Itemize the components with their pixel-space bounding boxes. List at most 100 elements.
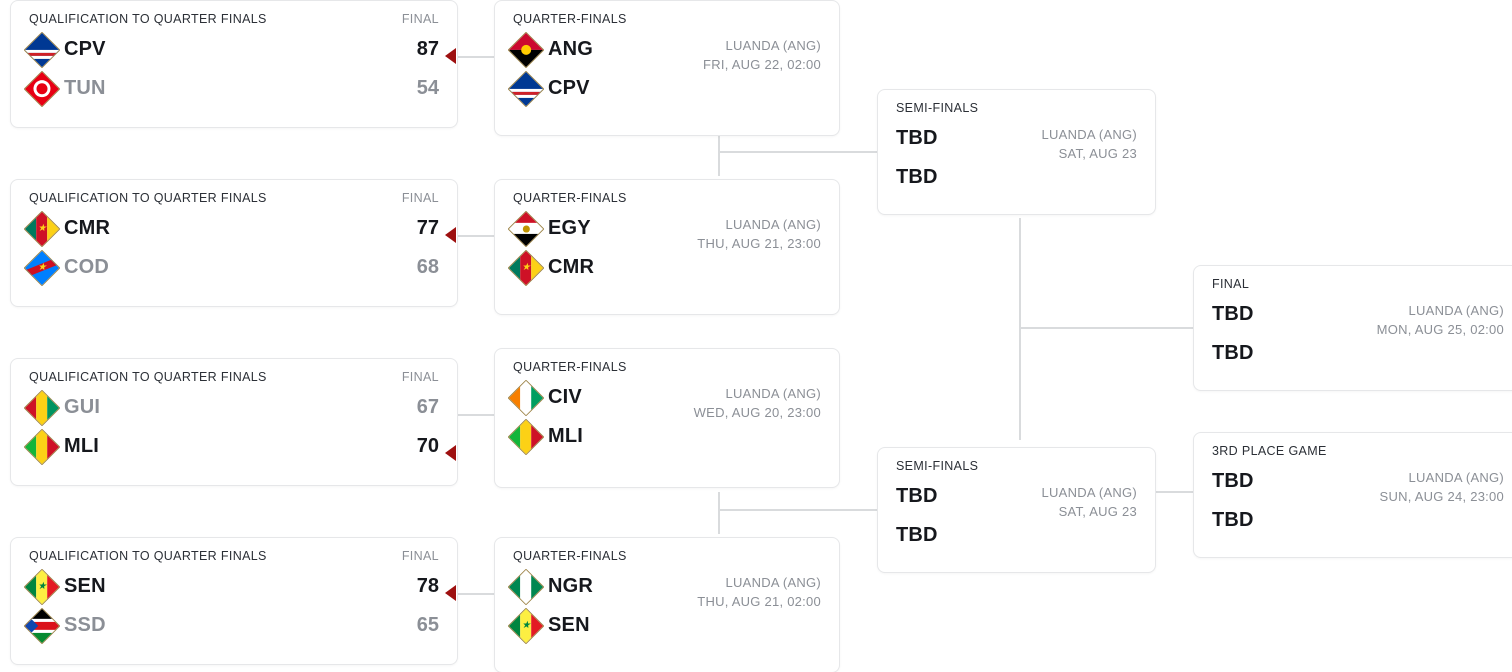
- match-meta: LUANDA (ANG) SAT, AUG 23: [1042, 119, 1137, 163]
- team-row[interactable]: SSD: [23, 606, 106, 645]
- card-title: QUARTER-FINALS: [513, 191, 627, 205]
- team-abbr: CPV: [64, 38, 106, 60]
- card-title: QUALIFICATION TO QUARTER FINALS: [29, 370, 267, 384]
- winner-arrow-icon: [445, 445, 456, 461]
- team-row[interactable]: ★ SEN: [23, 567, 106, 606]
- team-row[interactable]: NGR: [507, 567, 593, 606]
- flag-cpv-icon: [507, 70, 545, 107]
- team-score: 87: [416, 38, 439, 60]
- card-title: 3RD PLACE GAME: [1212, 444, 1327, 458]
- team-list: GUI MLI: [23, 388, 101, 466]
- team-list: ★ SEN SSD: [23, 567, 106, 645]
- score-list: 78 65: [417, 567, 439, 645]
- match-venue: LUANDA (ANG): [725, 217, 821, 232]
- team-row[interactable]: ANG: [507, 30, 594, 69]
- team-row[interactable]: CIV: [507, 378, 583, 417]
- team-row[interactable]: ★ SEN: [507, 606, 593, 645]
- match-datetime: SAT, AUG 23: [1058, 504, 1137, 519]
- card-header: SEMI-FINALS: [896, 459, 1137, 473]
- team-abbr: ANG: [548, 38, 594, 60]
- card-title: SEMI-FINALS: [896, 101, 979, 115]
- card-title: QUALIFICATION TO QUARTER FINALS: [29, 549, 267, 563]
- team-list: ANG CPV: [507, 30, 594, 108]
- team-list: CPV TUN: [23, 30, 106, 108]
- team-score: 68: [416, 256, 439, 278]
- flag-sen-icon: ★: [23, 568, 61, 605]
- connector-qual-1: [458, 56, 494, 58]
- team-abbr: SSD: [64, 614, 106, 636]
- connector-qf2-up: [718, 152, 720, 176]
- team-row[interactable]: MLI: [23, 427, 100, 466]
- connector-qf3-down: [718, 492, 720, 510]
- team-list: TBD TBD: [896, 119, 938, 197]
- team-row[interactable]: EGY: [507, 209, 594, 248]
- team-row[interactable]: TBD: [896, 119, 938, 158]
- match-card-qualification-2[interactable]: QUALIFICATION TO QUARTER FINALS FINAL ★ …: [10, 179, 458, 307]
- connector-qf4-up: [718, 510, 720, 534]
- match-meta: LUANDA (ANG) MON, AUG 25, 02:00: [1377, 295, 1504, 339]
- match-card-qualification-3[interactable]: QUALIFICATION TO QUARTER FINALS FINAL GU…: [10, 358, 458, 486]
- card-header: FINAL: [1212, 277, 1504, 291]
- team-abbr: TUN: [64, 77, 106, 99]
- team-row[interactable]: MLI: [507, 417, 583, 456]
- team-score: 54: [416, 77, 439, 99]
- match-card-quarter-final-3[interactable]: QUARTER-FINALS CIV MLI LUANDA (ANG) WED,…: [494, 348, 840, 488]
- team-abbr: COD: [64, 256, 110, 278]
- connector-qual-2: [458, 235, 494, 237]
- match-card-final[interactable]: FINAL TBD TBD LUANDA (ANG) MON, AUG 25, …: [1193, 265, 1512, 391]
- team-list: NGR ★ SEN: [507, 567, 593, 645]
- team-row[interactable]: CPV: [507, 69, 593, 108]
- match-card-semi-final-2[interactable]: SEMI-FINALS TBD TBD LUANDA (ANG) SAT, AU…: [877, 447, 1156, 573]
- team-row[interactable]: CPV: [23, 30, 106, 69]
- winner-arrow-icon: [445, 227, 456, 243]
- team-row[interactable]: TBD: [896, 477, 938, 516]
- team-row[interactable]: ★ CMR: [23, 209, 110, 248]
- match-card-qualification-1[interactable]: QUALIFICATION TO QUARTER FINALS FINAL CP…: [10, 0, 458, 128]
- match-venue: LUANDA (ANG): [1041, 485, 1137, 500]
- team-abbr: TBD: [1212, 303, 1254, 325]
- team-row[interactable]: ★ COD: [23, 248, 110, 287]
- card-header: QUALIFICATION TO QUARTER FINALS FINAL: [29, 370, 439, 384]
- connector-sf2-up: [1019, 328, 1021, 440]
- team-row[interactable]: TBD: [1212, 295, 1254, 334]
- card-title: QUALIFICATION TO QUARTER FINALS: [29, 191, 267, 205]
- match-card-quarter-final-4[interactable]: QUARTER-FINALS NGR ★ SEN LUANDA (ANG) TH…: [494, 537, 840, 672]
- team-abbr: TBD: [896, 166, 938, 188]
- flag-egy-icon: [507, 210, 545, 247]
- team-row[interactable]: TBD: [1212, 462, 1254, 501]
- card-title: QUARTER-FINALS: [513, 360, 627, 374]
- card-header: 3RD PLACE GAME: [1212, 444, 1504, 458]
- team-abbr: SEN: [64, 575, 106, 597]
- connector-third-place-in: [1156, 491, 1194, 493]
- team-row[interactable]: TBD: [896, 158, 938, 197]
- team-abbr: GUI: [64, 396, 101, 418]
- match-venue: LUANDA (ANG): [725, 386, 821, 401]
- team-row[interactable]: TUN: [23, 69, 106, 108]
- match-card-third-place[interactable]: 3RD PLACE GAME TBD TBD LUANDA (ANG) SUN,…: [1193, 432, 1512, 558]
- team-row[interactable]: TBD: [896, 516, 938, 555]
- connector-qf1-down: [718, 134, 720, 152]
- team-list: TBD TBD: [1212, 295, 1254, 373]
- card-body: CPV TUN 87 54: [23, 30, 439, 108]
- card-header: QUARTER-FINALS: [513, 549, 821, 563]
- card-header: QUARTER-FINALS: [513, 191, 821, 205]
- match-card-quarter-final-1[interactable]: QUARTER-FINALS ANG CPV LUANDA (ANG) FRI,…: [494, 0, 840, 136]
- team-abbr: TBD: [1212, 509, 1254, 531]
- team-row[interactable]: GUI: [23, 388, 101, 427]
- match-card-qualification-4[interactable]: QUALIFICATION TO QUARTER FINALS FINAL ★ …: [10, 537, 458, 665]
- team-row[interactable]: TBD: [1212, 501, 1254, 540]
- card-body: TBD TBD LUANDA (ANG) MON, AUG 25, 02:00: [1212, 295, 1504, 373]
- team-list: CIV MLI: [507, 378, 583, 456]
- match-meta: LUANDA (ANG) FRI, AUG 22, 02:00: [703, 30, 821, 74]
- team-row[interactable]: ★ CMR: [507, 248, 594, 287]
- match-meta: LUANDA (ANG) THU, AUG 21, 23:00: [697, 209, 821, 253]
- connector-qual-4: [458, 593, 494, 595]
- team-row[interactable]: TBD: [1212, 334, 1254, 373]
- flag-cmr-icon: ★: [23, 210, 61, 247]
- flag-mli-icon: [507, 418, 545, 455]
- match-card-semi-final-1[interactable]: SEMI-FINALS TBD TBD LUANDA (ANG) SAT, AU…: [877, 89, 1156, 215]
- card-body: TBD TBD LUANDA (ANG) SUN, AUG 24, 23:00: [1212, 462, 1504, 540]
- match-datetime: MON, AUG 25, 02:00: [1376, 322, 1504, 337]
- match-card-quarter-final-2[interactable]: QUARTER-FINALS EGY ★ CMR LUANDA (ANG) TH…: [494, 179, 840, 315]
- team-score: 78: [416, 575, 439, 597]
